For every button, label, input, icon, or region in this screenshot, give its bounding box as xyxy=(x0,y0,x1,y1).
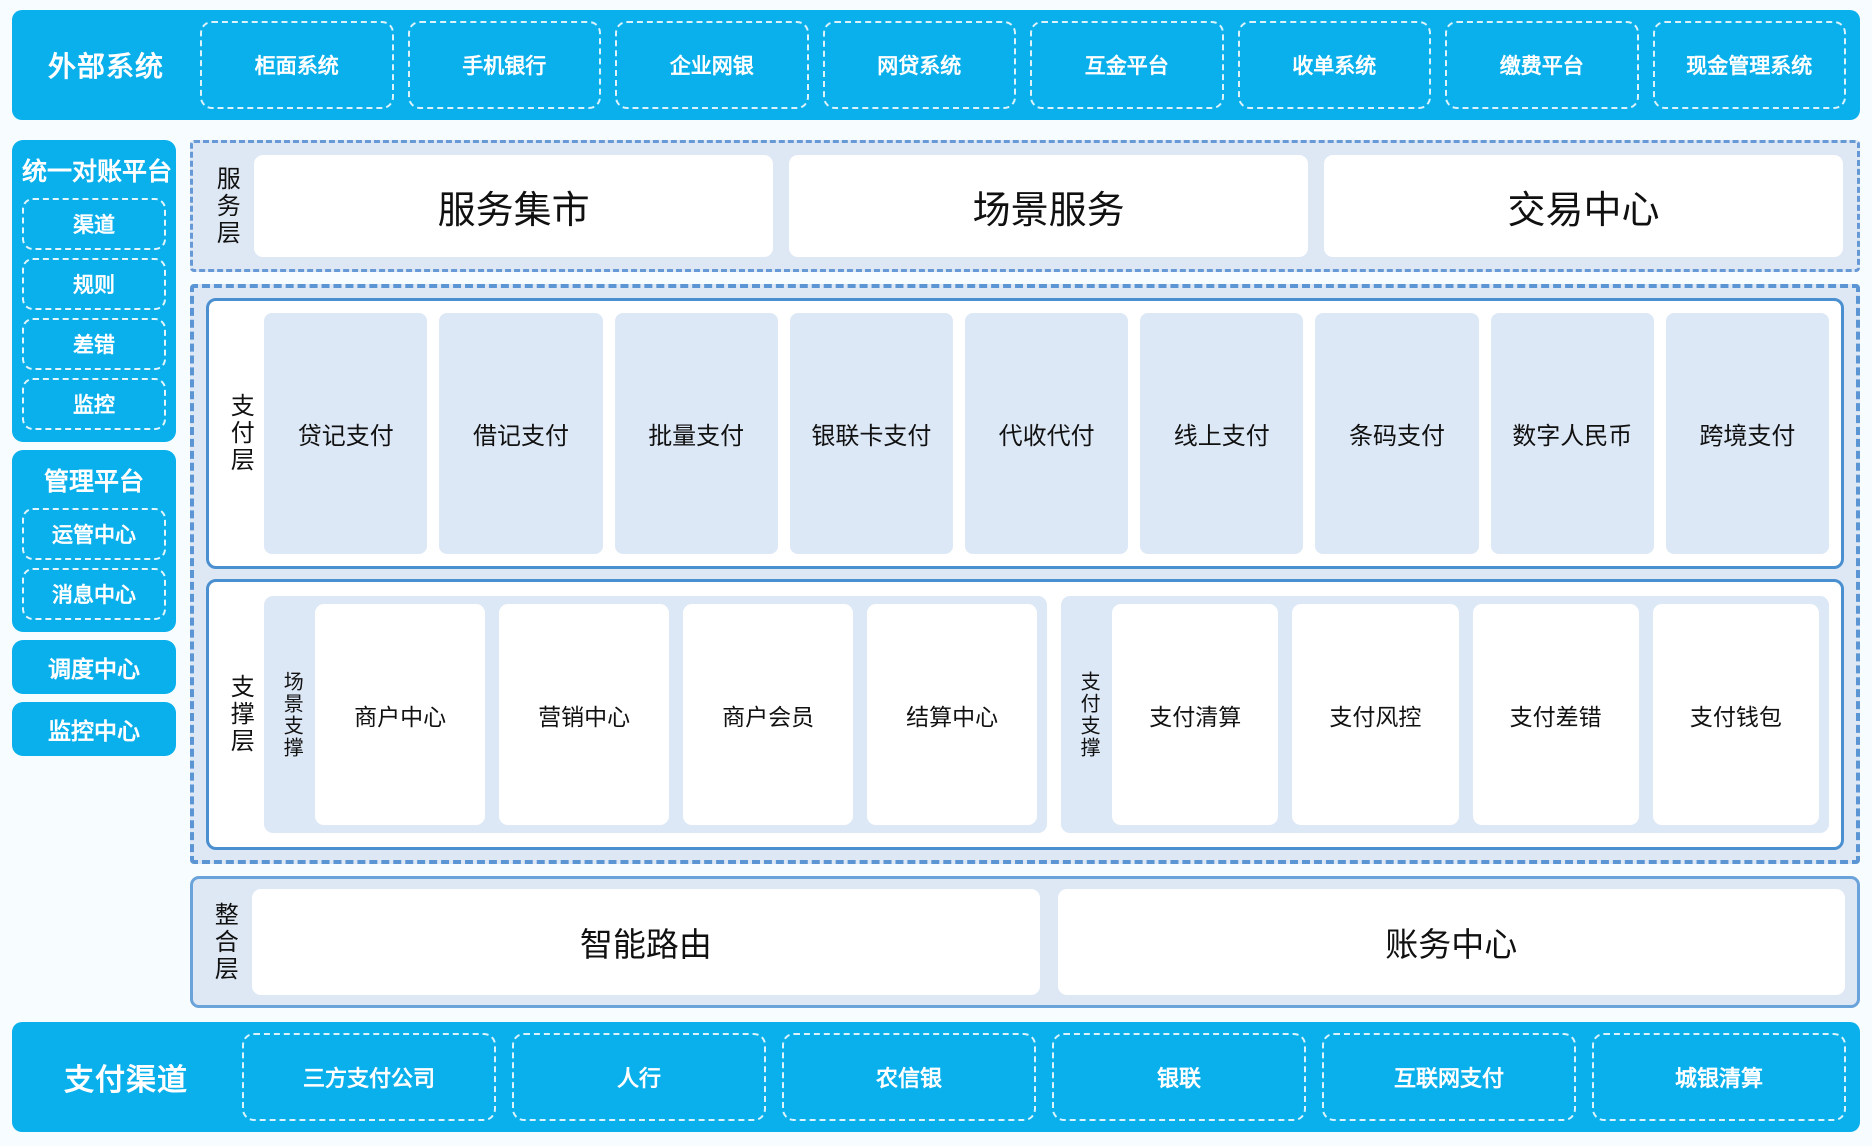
support-item-支付钱包[interactable]: 支付钱包 xyxy=(1652,604,1820,825)
payment-item-代收代付[interactable]: 代收代付 xyxy=(965,313,1129,554)
support-item-支付清算[interactable]: 支付清算 xyxy=(1112,604,1279,825)
reconciliation-platform-card: 统一对账平台 渠道 规则 差错 监控 xyxy=(12,140,176,442)
support-item-结算中心[interactable]: 结算中心 xyxy=(867,604,1038,825)
reconciliation-platform-title: 统一对账平台 xyxy=(22,158,173,186)
middle-section: 统一对账平台 渠道 规则 差错 监控 管理平台 运管中心 消息中心 调度中心 监… xyxy=(12,140,1860,1008)
management-platform-title: 管理平台 xyxy=(43,468,144,496)
payment-channels-title: 支付渠道 xyxy=(64,1064,188,1097)
payment-item-线上支付[interactable]: 线上支付 xyxy=(1140,313,1304,554)
rail-item-规则[interactable]: 规则 xyxy=(22,258,166,310)
payment-item-数字人民币[interactable]: 数字人民币 xyxy=(1490,313,1654,554)
external-systems-title: 外部系统 xyxy=(47,51,164,82)
rail-item-运管中心[interactable]: 运管中心 xyxy=(22,508,166,560)
rail-item-调度中心[interactable]: 调度中心 xyxy=(12,640,176,694)
rail-item-渠道[interactable]: 渠道 xyxy=(22,198,166,250)
support-item-商户会员[interactable]: 商户会员 xyxy=(683,604,854,825)
external-system-手机银行[interactable]: 手机银行 xyxy=(407,21,601,109)
support-item-支付风控[interactable]: 支付风控 xyxy=(1292,604,1459,825)
payment-channels-bar: 支付渠道 三方支付公司 人行 农信银 银联 互联网支付 城银清算 xyxy=(12,1022,1860,1132)
integration-layer-cards: 智能路由 账务中心 xyxy=(252,889,1845,995)
service-card-场景服务[interactable]: 场景服务 xyxy=(789,155,1309,257)
support-group-label-支付支撑: 支付支撑 xyxy=(1077,670,1100,759)
support-group-cards-scene: 商户中心 营销中心 商户会员 结算中心 xyxy=(315,604,1038,825)
external-system-现金管理系统[interactable]: 现金管理系统 xyxy=(1652,21,1846,109)
payment-item-贷记支付[interactable]: 贷记支付 xyxy=(264,313,428,554)
channel-互联网支付[interactable]: 互联网支付 xyxy=(1322,1033,1576,1121)
external-system-企业网银[interactable]: 企业网银 xyxy=(615,21,809,109)
support-item-支付差错[interactable]: 支付差错 xyxy=(1472,604,1639,825)
external-system-柜面系统[interactable]: 柜面系统 xyxy=(200,21,394,109)
integration-layer-label: 整合层 xyxy=(210,901,238,983)
support-group-支付支撑: 支付支撑 支付清算 支付风控 支付差错 支付钱包 xyxy=(1061,596,1829,833)
support-layer-panel: 支撑层 场景支撑 商户中心 营销中心 商户会员 结算中心 xyxy=(206,579,1844,850)
external-systems-bar: 外部系统 柜面系统 手机银行 企业网银 网贷系统 互金平台 收单系统 缴费平台 … xyxy=(12,10,1860,120)
support-group-cards-payment: 支付清算 支付风控 支付差错 支付钱包 xyxy=(1112,604,1820,825)
channel-银联[interactable]: 银联 xyxy=(1052,1033,1306,1121)
support-layer-label: 支撑层 xyxy=(226,674,254,755)
support-group-场景支撑: 场景支撑 商户中心 营销中心 商户会员 结算中心 xyxy=(264,596,1048,833)
service-card-交易中心[interactable]: 交易中心 xyxy=(1324,155,1843,257)
rail-item-差错[interactable]: 差错 xyxy=(22,318,166,370)
payment-layer-items: 贷记支付 借记支付 批量支付 银联卡支付 代收代付 线上支付 条码支付 数字人民… xyxy=(264,309,1830,558)
channel-人行[interactable]: 人行 xyxy=(512,1033,766,1121)
rail-item-消息中心[interactable]: 消息中心 xyxy=(22,568,166,620)
rail-item-监控中心[interactable]: 监控中心 xyxy=(12,702,176,756)
channel-农信银[interactable]: 农信银 xyxy=(782,1033,1036,1121)
integration-card-智能路由[interactable]: 智能路由 xyxy=(252,889,1040,995)
payment-layer-panel: 支付层 贷记支付 借记支付 批量支付 银联卡支付 代收代付 线上支付 条码支付 … xyxy=(206,298,1844,569)
service-layer-label: 服务层 xyxy=(212,165,240,247)
support-item-商户中心[interactable]: 商户中心 xyxy=(315,604,486,825)
payment-item-借记支付[interactable]: 借记支付 xyxy=(439,313,603,554)
external-system-互金平台[interactable]: 互金平台 xyxy=(1030,21,1224,109)
external-system-收单系统[interactable]: 收单系统 xyxy=(1237,21,1431,109)
integration-layer-band: 整合层 智能路由 账务中心 xyxy=(190,876,1860,1008)
support-item-营销中心[interactable]: 营销中心 xyxy=(499,604,670,825)
service-layer-cards: 服务集市 场景服务 交易中心 xyxy=(254,155,1843,257)
channel-城银清算[interactable]: 城银清算 xyxy=(1592,1033,1846,1121)
service-layer-band: 服务层 服务集市 场景服务 交易中心 xyxy=(190,140,1860,272)
support-group-label-场景支撑: 场景支撑 xyxy=(280,670,303,759)
channel-三方支付公司[interactable]: 三方支付公司 xyxy=(242,1033,496,1121)
layer-stack: 服务层 服务集市 场景服务 交易中心 支付层 贷记支付 借记支付 批量支付 银联… xyxy=(190,140,1860,1008)
external-system-缴费平台[interactable]: 缴费平台 xyxy=(1445,21,1639,109)
core-payment-band: 支付层 贷记支付 借记支付 批量支付 银联卡支付 代收代付 线上支付 条码支付 … xyxy=(190,284,1860,864)
management-platform-card: 管理平台 运管中心 消息中心 xyxy=(12,450,176,632)
external-system-网贷系统[interactable]: 网贷系统 xyxy=(822,21,1016,109)
payment-item-条码支付[interactable]: 条码支付 xyxy=(1315,313,1479,554)
left-rail: 统一对账平台 渠道 规则 差错 监控 管理平台 运管中心 消息中心 调度中心 监… xyxy=(12,140,176,1008)
support-layer-groups: 场景支撑 商户中心 营销中心 商户会员 结算中心 支付支撑 支付清算 xyxy=(264,590,1829,839)
payment-item-批量支付[interactable]: 批量支付 xyxy=(614,313,778,554)
payment-item-跨境支付[interactable]: 跨境支付 xyxy=(1665,313,1830,554)
payment-item-银联卡支付[interactable]: 银联卡支付 xyxy=(789,313,953,554)
service-card-服务集市[interactable]: 服务集市 xyxy=(254,155,774,257)
payment-layer-label: 支付层 xyxy=(226,393,254,474)
rail-item-监控[interactable]: 监控 xyxy=(22,378,166,430)
integration-card-账务中心[interactable]: 账务中心 xyxy=(1057,889,1845,995)
